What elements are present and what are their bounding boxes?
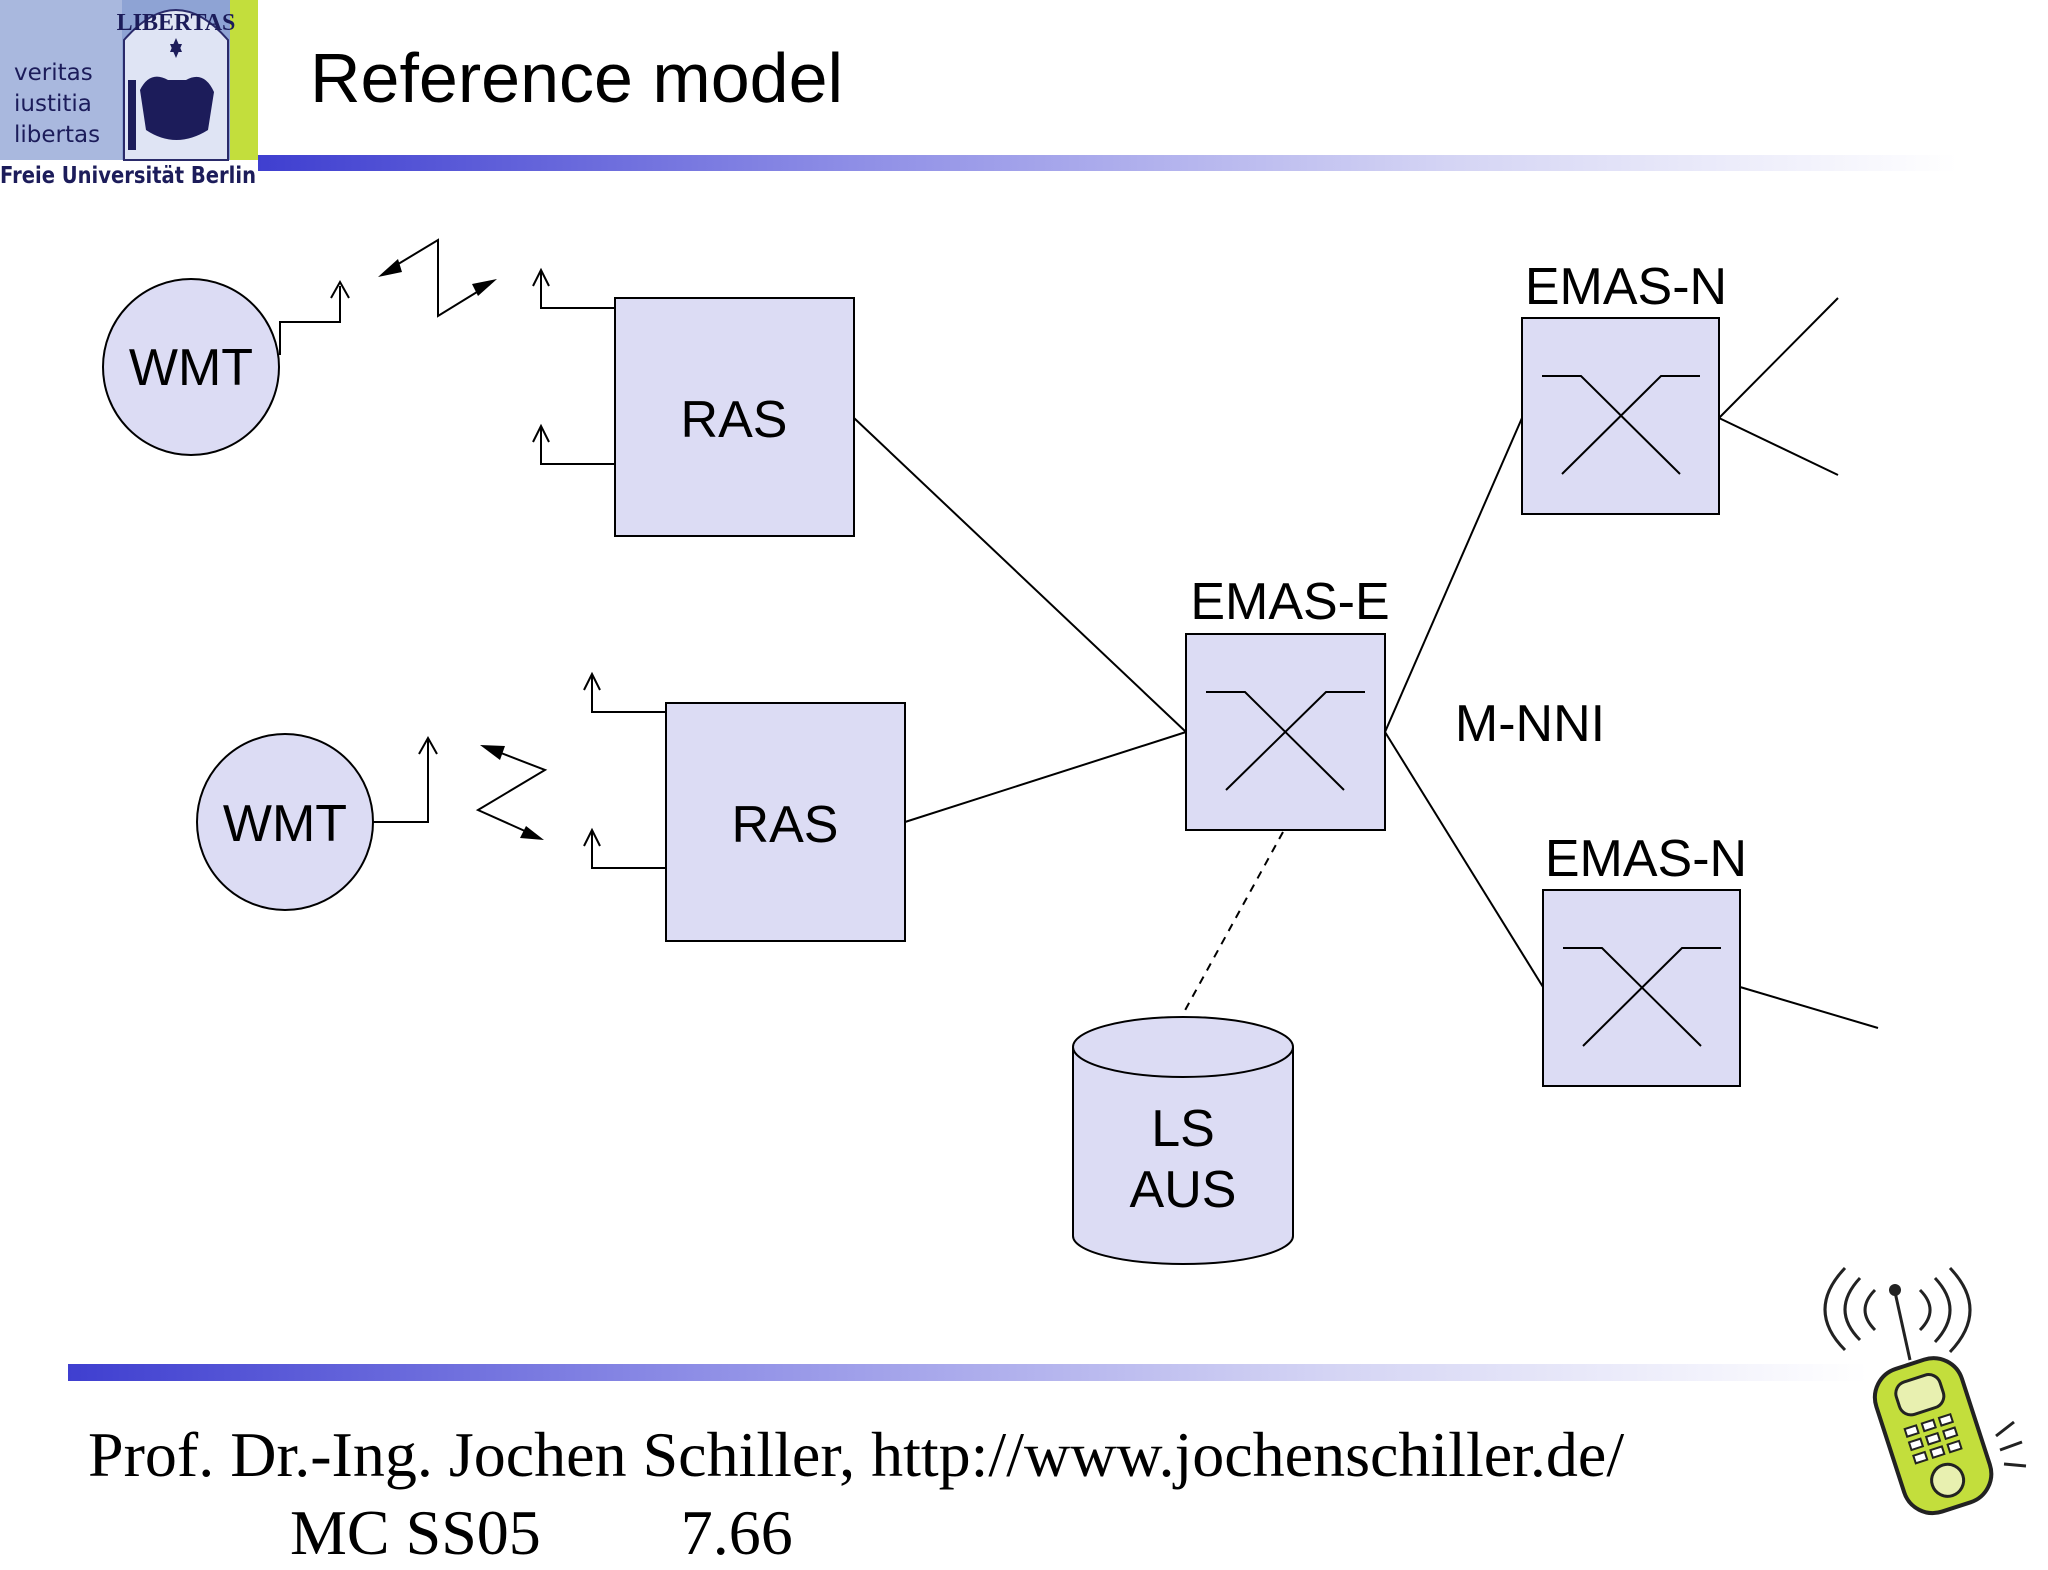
svg-text:LIBERTAS: LIBERTAS bbox=[117, 10, 236, 36]
mobile-phone-icon bbox=[1823, 1266, 2027, 1516]
emas-n-label-1: EMAS-N bbox=[1525, 258, 1727, 316]
link-emas-e-database bbox=[1182, 831, 1284, 1015]
link-ras1-emas-e bbox=[853, 417, 1187, 733]
database-label-line-2: AUS bbox=[1130, 1161, 1237, 1219]
ras2-antenna-top bbox=[591, 676, 666, 713]
motto-line: libertas bbox=[14, 122, 100, 148]
university-name: Freie Universität Berlin bbox=[0, 163, 256, 185]
slide-title: Reference model bbox=[310, 39, 844, 117]
radio-link-2 bbox=[475, 747, 548, 837]
wmt1-antenna bbox=[279, 286, 341, 355]
reference-model-diagram: WMT WMT RAS RAS EMAS-E EMAS-N EMAS-N M-N… bbox=[102, 238, 1879, 1265]
motto-line: iustitia bbox=[14, 91, 92, 117]
footer-course-line: MC SS05 7.66 bbox=[290, 1496, 933, 1570]
header-rule bbox=[258, 155, 1958, 171]
database-label-line-1: LS bbox=[1151, 1100, 1215, 1158]
wmt-node-2 bbox=[196, 733, 374, 911]
ras-node-1 bbox=[614, 297, 855, 537]
seal-icon: LIBERTAS bbox=[117, 9, 236, 161]
link-emas-n1-out-b bbox=[1718, 417, 1839, 476]
link-emas-n2-out bbox=[1739, 986, 1879, 1029]
emas-e-label: EMAS-E bbox=[1190, 573, 1389, 631]
fu-berlin-logo: LIBERTAS veritas iustitia libertas Freie… bbox=[0, 0, 258, 185]
link-emas-n1-out-a bbox=[1718, 297, 1839, 419]
ras1-antenna-bottom bbox=[540, 428, 615, 465]
footer-author: Prof. Dr.-Ing. Jochen Schiller, http://w… bbox=[88, 1419, 1625, 1490]
link-ras2-emas-e bbox=[904, 731, 1187, 823]
emas-n-switch-2 bbox=[1542, 889, 1741, 1087]
ras-node-2 bbox=[665, 702, 906, 942]
ras2-antenna-bottom bbox=[591, 832, 666, 869]
link-emas-e-emas-n2 bbox=[1384, 731, 1544, 988]
wmt-label-2: WMT bbox=[223, 795, 347, 853]
radio-link-1 bbox=[384, 238, 491, 318]
wmt-label-1: WMT bbox=[129, 339, 253, 397]
footer-rule bbox=[68, 1364, 1868, 1381]
wmt-node-1 bbox=[102, 278, 280, 456]
footer-course: MC SS05 bbox=[290, 1497, 541, 1568]
ras-label-1: RAS bbox=[681, 391, 788, 449]
m-nni-label: M-NNI bbox=[1455, 695, 1605, 753]
database-cylinder bbox=[1072, 1016, 1294, 1265]
emas-e-switch bbox=[1185, 633, 1386, 831]
link-emas-e-emas-n1 bbox=[1384, 417, 1523, 733]
emas-n-switch-1 bbox=[1521, 317, 1720, 515]
ras1-antenna-top bbox=[540, 272, 615, 309]
motto-line: veritas bbox=[14, 60, 93, 86]
emas-n-label-2: EMAS-N bbox=[1545, 830, 1747, 888]
footer-page-number: 7.66 bbox=[680, 1497, 793, 1568]
ras-label-2: RAS bbox=[732, 796, 839, 854]
